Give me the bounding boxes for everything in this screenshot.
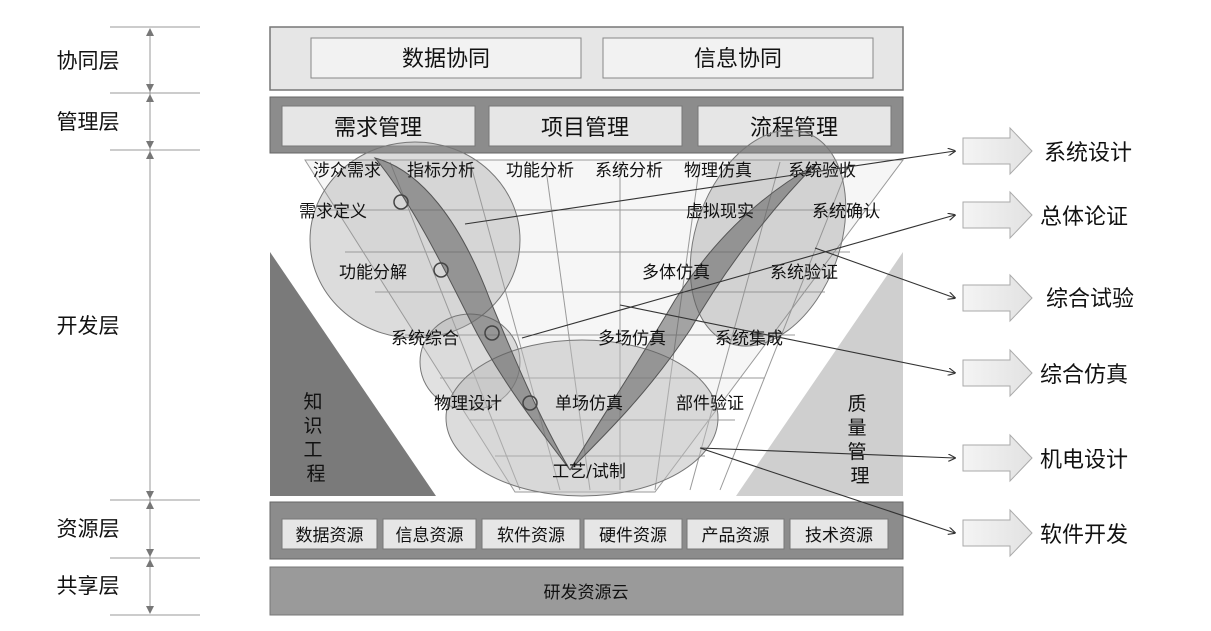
manage-box-req — [281, 105, 476, 147]
dev-label-index: 指标分析 — [407, 161, 475, 181]
resource-box-hardware — [583, 518, 683, 550]
resource-label-software: 软件资源 — [497, 526, 565, 546]
manage-box-proj — [488, 105, 683, 147]
dev-label-phys-sim: 物理仿真 — [684, 161, 752, 181]
dev-label-sys-analysis: 系统分析 — [595, 161, 663, 181]
quality-char-2: 量 — [847, 417, 866, 439]
knowledge-char-3: 工 — [303, 439, 322, 461]
dev-label-singlefield: 单场仿真 — [555, 394, 623, 414]
manage-label-req: 需求管理 — [334, 116, 422, 141]
output-label-electromech: 机电设计 — [1040, 448, 1128, 473]
knowledge-char-2: 识 — [303, 415, 322, 437]
development-area: 知 识 工 程 质 量 管 理 涉众需求 指标分析 功能分析 系统分析 物理仿真… — [270, 129, 904, 497]
knowledge-char-4: 程 — [306, 463, 325, 485]
output-arrow-software — [962, 508, 1033, 558]
resource-label-tech: 技术资源 — [805, 526, 873, 546]
output-label-sys-design: 系统设计 — [1044, 141, 1132, 166]
output-label-overall: 总体论证 — [1040, 205, 1128, 230]
quality-label: 质 量 管 理 — [847, 393, 872, 487]
resource-label-data: 数据资源 — [296, 526, 364, 546]
dev-label-func-analysis: 功能分析 — [506, 161, 574, 181]
dev-label-multifield: 多场仿真 — [598, 329, 666, 349]
connector-lines — [464, 151, 955, 533]
gear-icon — [393, 194, 538, 411]
resource-box-info — [382, 518, 477, 550]
resource-box-tech — [789, 518, 889, 550]
layer-label-manage: 管理层 — [57, 110, 120, 134]
collab-box-info — [602, 37, 874, 79]
resource-label-info: 信息资源 — [396, 526, 464, 546]
knowledge-char-1: 知 — [303, 391, 322, 413]
output-arrow-sim — [962, 348, 1033, 398]
layer-label-share: 共享层 — [57, 574, 120, 598]
dev-label-vr: 虚拟现实 — [686, 202, 754, 222]
share-layer-panel — [269, 566, 904, 616]
output-arrow-overall — [962, 190, 1033, 240]
knowledge-triangle — [270, 252, 436, 496]
dev-label-sys-integ: 系统集成 — [715, 329, 783, 349]
knowledge-label: 知 识 工 程 — [303, 391, 328, 485]
resource-label-hardware: 硬件资源 — [599, 526, 667, 546]
dev-label-sys-verify: 系统验证 — [770, 263, 838, 283]
collab-box-data — [310, 37, 582, 79]
quality-char-4: 理 — [850, 465, 869, 487]
dev-label-req-def: 需求定义 — [299, 202, 367, 222]
output-label-sim: 综合仿真 — [1040, 363, 1128, 388]
quality-char-1: 质 — [847, 393, 866, 415]
manage-label-flow: 流程管理 — [750, 116, 838, 141]
layer-axis — [110, 26, 200, 616]
dev-label-phys-design: 物理设计 — [434, 394, 502, 414]
leaf-right — [569, 164, 816, 471]
collab-label-info: 信息协同 — [694, 47, 782, 72]
resource-box-product — [686, 518, 785, 550]
output-label-software: 软件开发 — [1040, 523, 1128, 548]
output-arrows — [962, 126, 1033, 558]
dev-label-part-verify: 部件验证 — [676, 394, 744, 414]
dev-label-multibody: 多体仿真 — [642, 263, 710, 283]
resource-label-product: 产品资源 — [702, 526, 770, 546]
layer-label-resource: 资源层 — [57, 517, 120, 541]
layer-label-develop: 开发层 — [57, 314, 120, 338]
quality-char-3: 管 — [847, 441, 866, 463]
output-arrow-test — [962, 273, 1033, 323]
output-arrow-sys-design — [962, 126, 1033, 176]
manage-box-flow — [697, 105, 892, 147]
resource-box-data — [281, 518, 378, 550]
share-cloud-label: 研发资源云 — [544, 583, 629, 603]
resource-boxes: 数据资源 信息资源 软件资源 硬件资源 产品资源 技术资源 — [281, 518, 889, 550]
output-arrow-electromech — [962, 433, 1033, 483]
dev-label-sys-confirm: 系统确认 — [812, 202, 880, 222]
ellipse-verification — [689, 129, 847, 347]
dev-label-process: 工艺/试制 — [552, 462, 626, 482]
manage-label-proj: 项目管理 — [541, 116, 629, 141]
resource-box-software — [481, 518, 581, 550]
dev-label-sys-synth: 系统综合 — [391, 329, 459, 349]
collab-label-data: 数据协同 — [402, 47, 490, 72]
output-label-test: 综合试验 — [1046, 287, 1134, 312]
layer-label-collab: 协同层 — [57, 49, 120, 73]
quality-triangle — [736, 252, 903, 496]
dev-label-stakeholder: 涉众需求 — [313, 161, 381, 181]
dev-label-func-decomp: 功能分解 — [339, 263, 407, 283]
